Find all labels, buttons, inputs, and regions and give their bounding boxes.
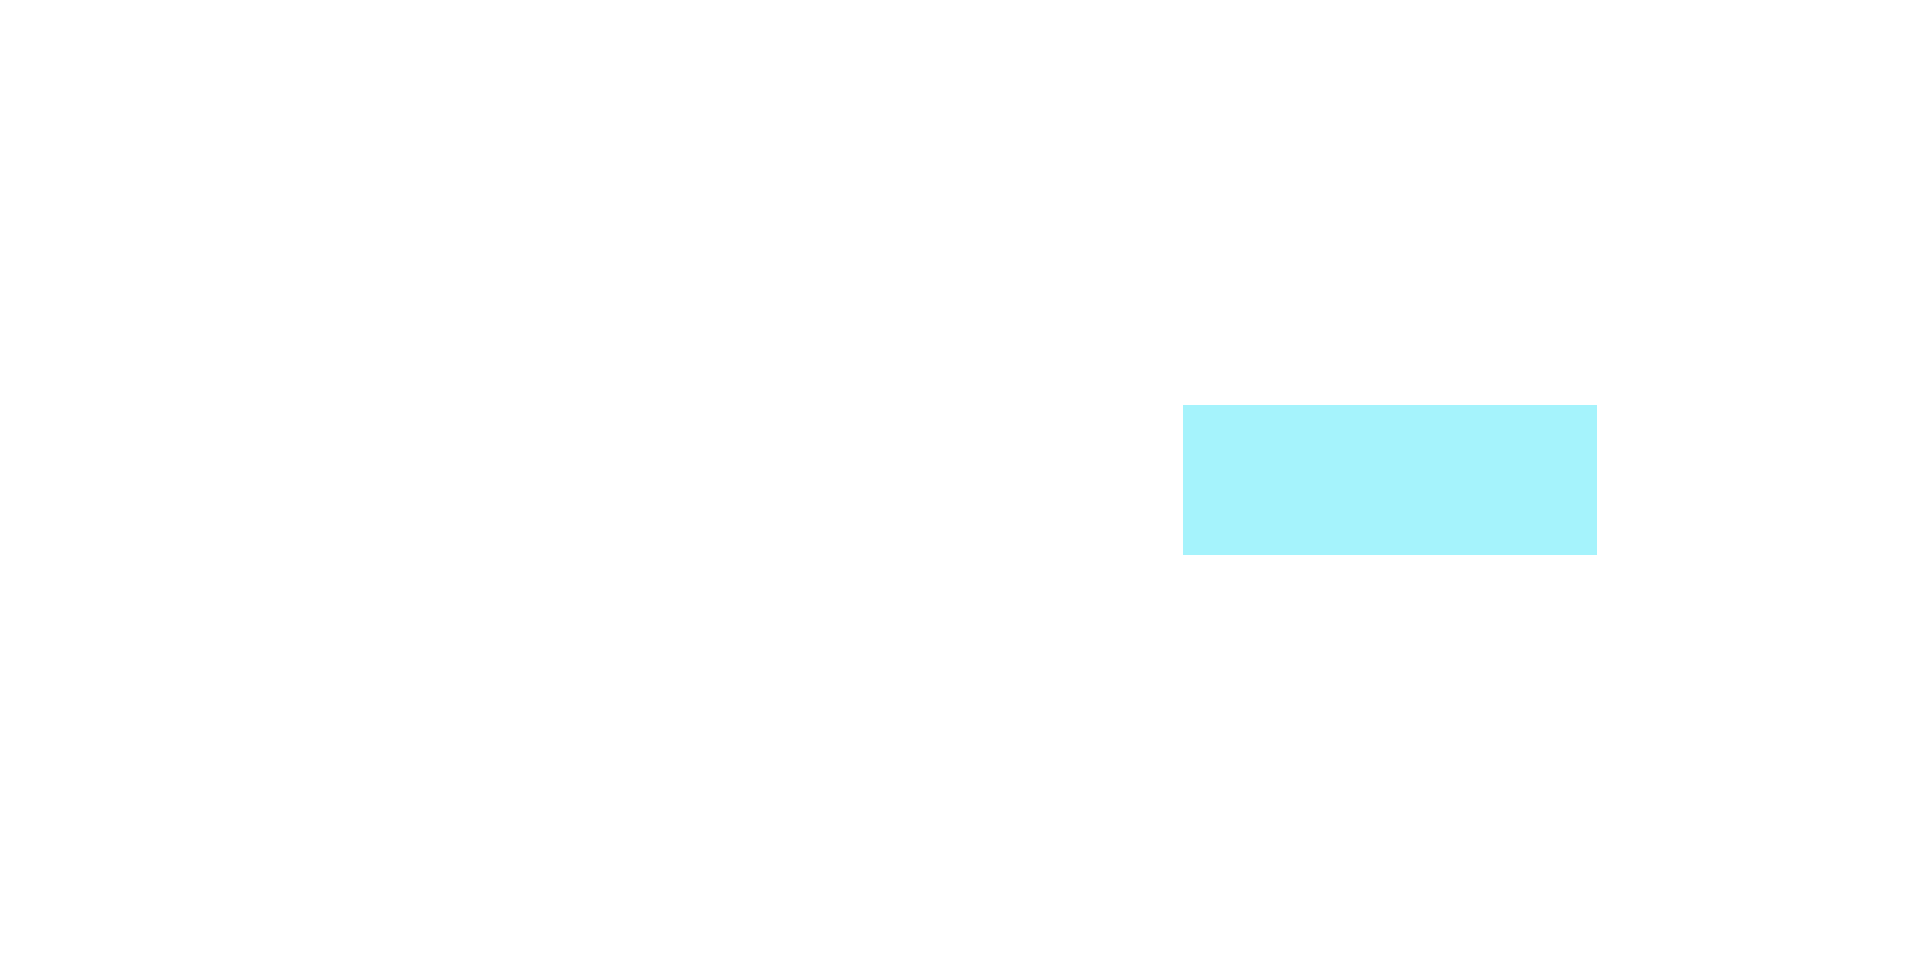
highlight-rectangle bbox=[1183, 405, 1597, 555]
